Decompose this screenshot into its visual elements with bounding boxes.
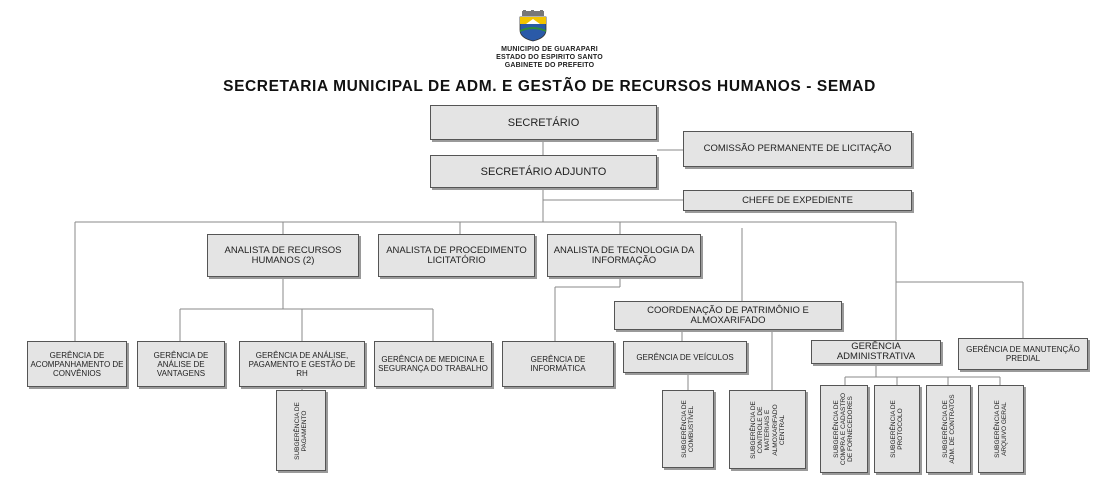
box-coord-patrimonio: COORDENAÇÃO DE PATRIMÔNIO E ALMOXARIFADO [614, 301, 842, 330]
box-sub-arquivo: SUBGERÊNCIA DE ARQUIVO GERAL [978, 385, 1024, 473]
box-ger-vantagens: GERÊNCIA DE ANÁLISE DE VANTAGENS [137, 341, 225, 387]
box-sub-pagamento: SUBGERÊNCIA DE PAGAMENTO [276, 390, 326, 471]
box-sub-protocolo: SUBGERÊNCIA DE PROTOCOLO [874, 385, 920, 473]
box-ger-veiculos: GERÊNCIA DE VEÍCULOS [623, 341, 747, 373]
box-ger-manutencao: GERÊNCIA DE MANUTENÇÃO PREDIAL [958, 338, 1088, 370]
municipality-name: MUNICIPIO DE GUARAPARI [501, 46, 598, 53]
box-ger-informatica: GERÊNCIA DE INFORMÁTICA [502, 341, 614, 387]
box-secretario: SECRETÁRIO [430, 105, 657, 140]
box-sub-controle-materiais: SUBGERÊNCIA DE CONTROLE DE MATERIAIS E A… [729, 390, 806, 469]
office-name: GABINETE DO PREFEITO [504, 62, 595, 69]
box-chefe-expediente: CHEFE DE EXPEDIENTE [683, 190, 912, 211]
box-analista-ti: ANALISTA DE TECNOLOGIA DA INFORMAÇÃO [547, 234, 701, 277]
box-ger-administrativa: GERÊNCIA ADMINISTRATIVA [811, 340, 941, 364]
box-comissao-licitacao: COMISSÃO PERMANENTE DE LICITAÇÃO [683, 131, 912, 167]
box-secretario-adjunto: SECRETÁRIO ADJUNTO [430, 155, 657, 188]
box-sub-contratos: SUBGERÊNCIA DE ADM. DE CONTRATOS [926, 385, 971, 473]
box-analista-licitatorio: ANALISTA DE PROCEDIMENTO LICITATÓRIO [378, 234, 535, 277]
box-sub-compra-cadastro: SUBGERÊNCIA DE COMPRA E CADASTRO DE FORN… [820, 385, 868, 473]
state-name: ESTADO DO ESPIRITO SANTO [496, 54, 603, 61]
box-analista-rh: ANALISTA DE RECURSOS HUMANOS (2) [207, 234, 359, 277]
box-ger-pagamento-rh: GERÊNCIA DE ANÁLISE, PAGAMENTO E GESTÃO … [239, 341, 365, 387]
page-title: SECRETARIA MUNICIPAL DE ADM. E GESTÃO DE… [223, 78, 876, 95]
box-ger-convenios: GERÊNCIA DE ACOMPANHAMENTO DE CONVÊNIOS [27, 341, 127, 387]
box-ger-medicina: GERÊNCIA DE MEDICINA E SEGURANÇA DO TRAB… [374, 341, 492, 387]
municipal-coat-of-arms-icon [519, 10, 547, 42]
box-sub-combustivel: SUBGERÊNCIA DE COMBUSTÍVEL [662, 390, 714, 468]
